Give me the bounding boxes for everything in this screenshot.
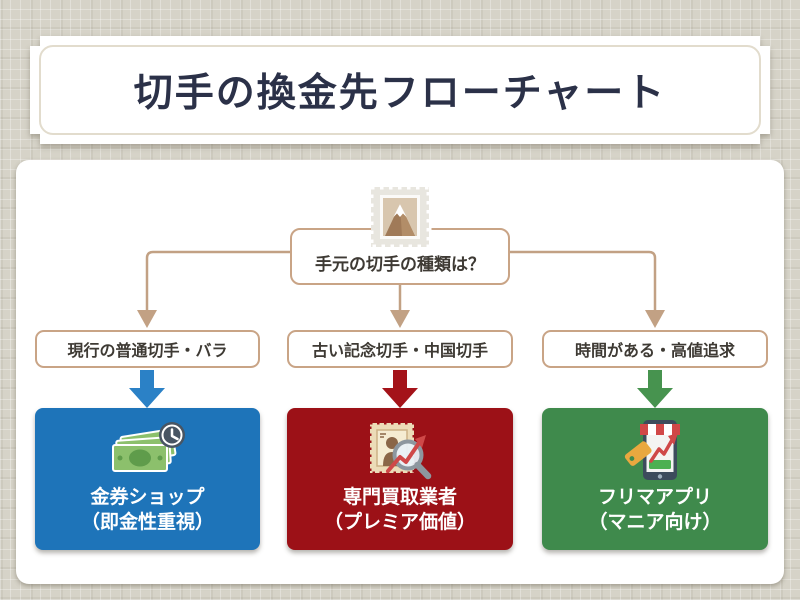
question-text: 手元の切手の種類は？ xyxy=(315,255,485,274)
card-flea-market-app: フリマアプリ （マニア向け） xyxy=(542,408,768,550)
connector-arrowhead-right xyxy=(645,310,665,328)
smartphone-shop-icon xyxy=(624,420,680,480)
connector-right xyxy=(510,250,657,311)
stamp-magnifier-icon xyxy=(368,421,432,480)
flow-arrow-green-icon xyxy=(637,370,673,408)
title-card: 切手の換金先フローチャート xyxy=(30,36,770,144)
connector-arrowhead-left xyxy=(137,310,157,328)
flow-arrow-red-icon xyxy=(382,370,418,408)
destination-name: 金券ショップ xyxy=(90,487,205,508)
connector-arrowhead-center xyxy=(390,310,410,328)
branch-label-high-value: 時間がある・高値追求 xyxy=(542,330,768,368)
destination-name: フリマアプリ xyxy=(597,487,712,508)
destination-note: （即金性重視） xyxy=(80,511,214,533)
flowchart-panel: 手元の切手の種類は？ 現行の普通切手・バラ 古い記念切手・中国切手 時間がある・… xyxy=(16,160,784,584)
destination-note: （プレミア価値） xyxy=(323,511,476,533)
branch-label-text: 現行の普通切手・バラ xyxy=(67,343,228,360)
destination-name: 専門買取業者 xyxy=(342,487,457,508)
banknotes-clock-icon xyxy=(111,422,185,472)
title-card-inner: 切手の換金先フローチャート xyxy=(30,36,770,144)
branch-label-current-stamps: 現行の普通切手・バラ xyxy=(35,330,260,368)
card-voucher-shop: 金券ショップ （即金性重視） xyxy=(35,408,260,550)
connector-left xyxy=(145,250,290,311)
destination-note: （マニア向け） xyxy=(588,511,722,533)
mt-fuji-stamp-icon xyxy=(368,184,432,250)
flow-arrow-blue-icon xyxy=(129,370,165,408)
branch-label-old-stamps: 古い記念切手・中国切手 xyxy=(287,330,513,368)
connector-lines xyxy=(137,250,665,328)
page-title: 切手の換金先フローチャート xyxy=(133,72,667,115)
card-specialist-buyer: 専門買取業者 （プレミア価値） xyxy=(287,408,513,550)
branch-label-text: 古い記念切手・中国切手 xyxy=(311,343,488,360)
branch-label-text: 時間がある・高値追求 xyxy=(574,343,735,360)
